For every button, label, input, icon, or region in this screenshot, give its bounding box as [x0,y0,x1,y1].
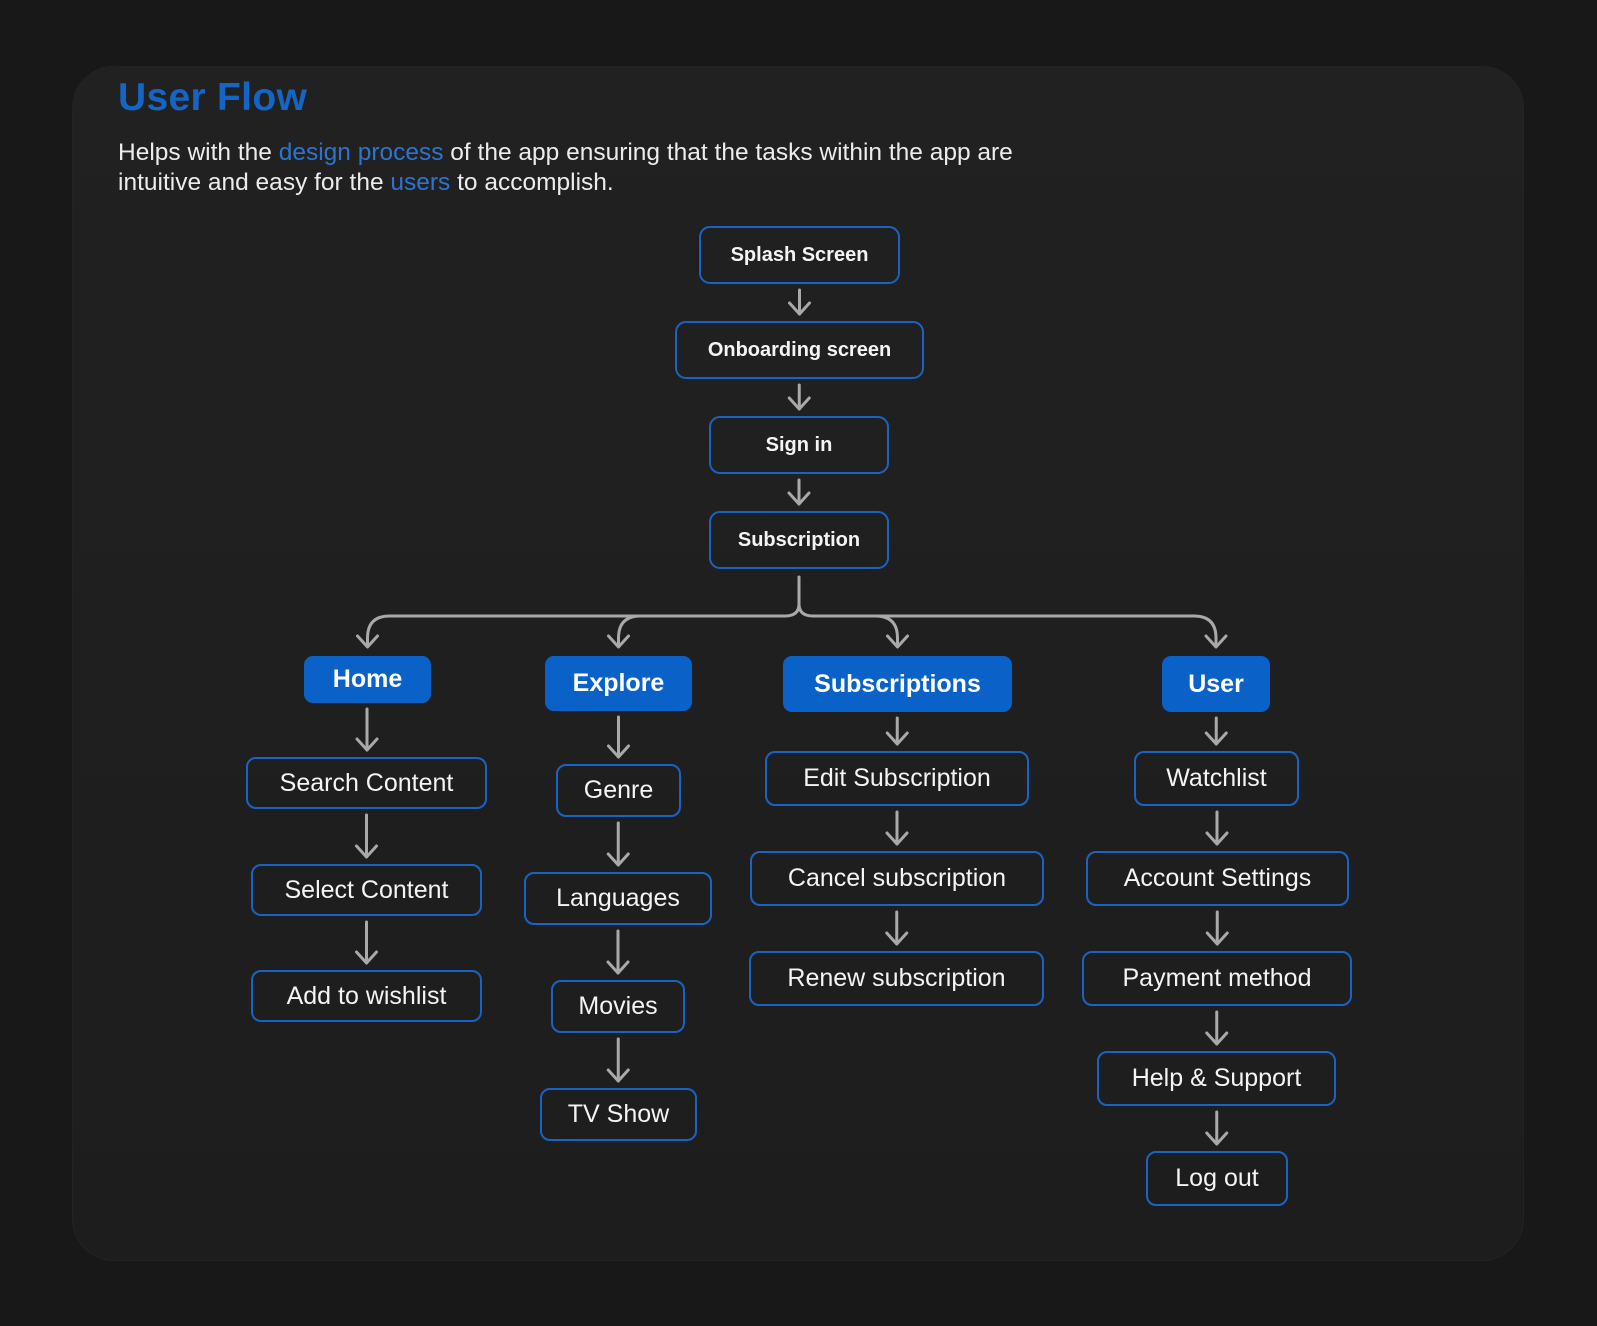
arrow-head [1204,731,1228,746]
arrow-head [607,634,630,649]
branch-connector-right [797,602,1218,648]
arrow-head [886,634,909,649]
page-description: Helps with the design process of the app… [118,138,1018,198]
node-log-out: Log out [1146,1151,1288,1206]
node-select-content: Select Content [251,864,482,916]
branch-connector-mid [617,614,642,648]
arrow-head [355,844,378,859]
node-payment-method: Payment method [1082,951,1352,1006]
arrow-head [787,396,811,411]
arrow-head [355,737,379,752]
node-account-settings: Account Settings [1086,851,1349,906]
arrow-head [788,301,811,316]
node-movies: Movies [551,980,685,1033]
branch-connector-mid [874,614,899,648]
branch-explore: Explore [545,656,692,711]
description-text: to accomplish. [450,169,614,196]
arrow-head [1204,634,1228,649]
node-help-support: Help & Support [1097,1051,1336,1106]
arrow-head [355,950,378,965]
arrow-head [885,931,909,946]
branch-connector-left [366,575,801,648]
arrow-head [787,491,811,506]
arrow-head [606,852,630,867]
description-text: Helps with the [118,139,279,166]
node-tv-show: TV Show [540,1088,697,1141]
node-add-to-wishlist: Add to wishlist [251,970,482,1022]
arrow-head [885,731,909,746]
arrow-head [356,634,379,649]
node-search-content: Search Content [246,757,487,809]
branch-user: User [1162,656,1270,712]
node-genre: Genre [556,764,681,817]
arrow-head [1205,831,1229,846]
node-subscription: Subscription [709,511,889,569]
arrow-head [1205,1031,1229,1046]
node-edit-subscription: Edit Subscription [765,751,1029,806]
description-text: of the app ensuring that the tasks withi… [118,139,1013,196]
arrow-head [885,831,909,846]
branch-home: Home [304,656,431,703]
node-splash-screen: Splash Screen [699,226,900,284]
node-renew-subscription: Renew subscription [749,951,1044,1006]
arrow-head [606,960,630,975]
node-languages: Languages [524,872,712,925]
node-watchlist: Watchlist [1134,751,1299,806]
node-onboarding-screen: Onboarding screen [675,321,924,379]
description-highlight-users: users [390,169,451,196]
page-title: User Flow [118,76,308,119]
description-highlight-design-process: design process [278,139,444,166]
arrow-head [1205,931,1229,946]
arrow-head [606,1068,630,1083]
arrow-head [1205,1131,1229,1146]
arrow-head [607,744,630,759]
branch-subscriptions: Subscriptions [783,656,1012,712]
node-cancel-subscription: Cancel subscription [750,851,1044,906]
node-sign-in: Sign in [709,416,889,474]
